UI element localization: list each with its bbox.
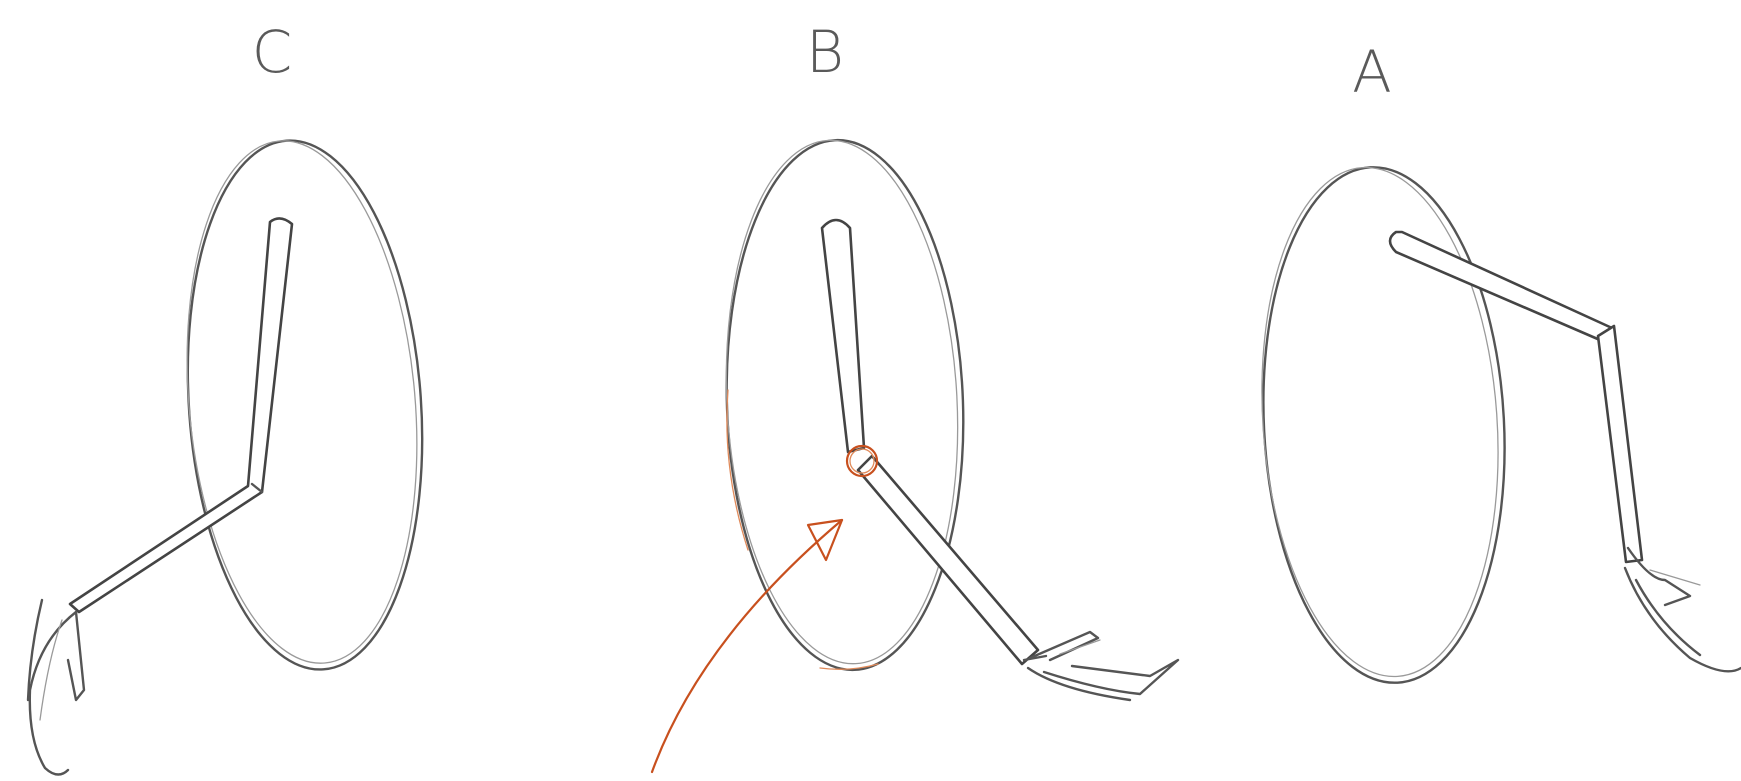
figure-a-arm <box>1390 232 1642 562</box>
figure-c-body <box>167 131 440 677</box>
label-b: B <box>806 18 844 86</box>
label-a: A <box>1352 38 1392 106</box>
figure-b-arm <box>822 220 1046 664</box>
figure-b: B <box>652 18 1178 772</box>
figure-c-hand <box>28 600 84 775</box>
figure-a-hand <box>1625 548 1741 671</box>
figure-a: A <box>1245 38 1741 689</box>
figure-a-body <box>1245 159 1517 688</box>
figure-c: C <box>28 18 439 775</box>
label-c: C <box>252 18 293 86</box>
figure-c-arm <box>70 218 292 612</box>
figure-b-pointer-arrow <box>652 520 842 772</box>
figure-b-hand <box>1028 632 1178 700</box>
